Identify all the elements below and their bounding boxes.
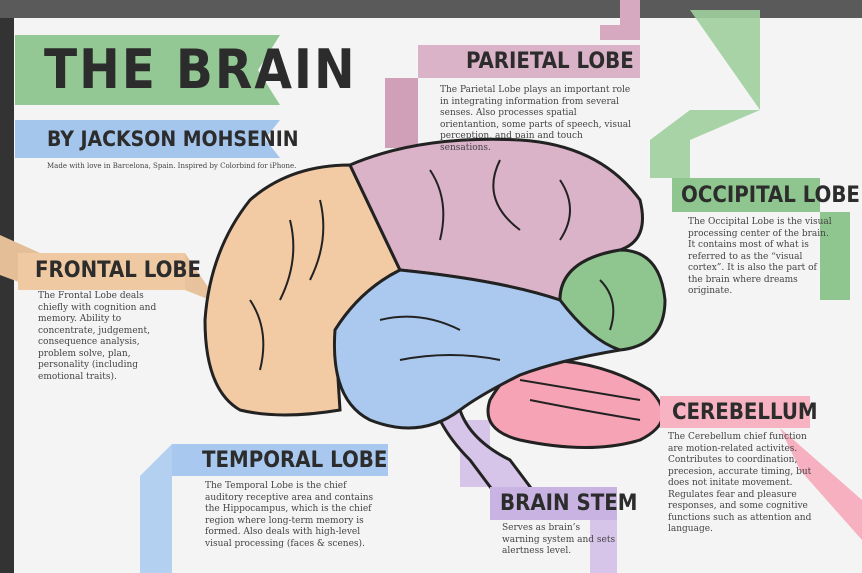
frontal-ribbon-fold	[185, 253, 210, 300]
cerebellum-ribbon	[660, 396, 810, 428]
stem-ribbon	[490, 487, 617, 520]
occipital-lobe-title: OCCIPITAL LOBE	[681, 183, 860, 208]
brain-stem-title: BRAIN STEM	[500, 491, 638, 516]
parietal-ribbon-drop	[385, 78, 418, 148]
cerebellum-ribbon-tail	[780, 428, 862, 540]
top-bar	[0, 0, 862, 18]
temporal-ribbon-tail	[140, 444, 172, 573]
parietal-lobe-text: The Parietal Lobe plays an important rol…	[440, 85, 632, 153]
frontal-lobe-text: The Frontal Lobe deals chiefly with cogn…	[38, 291, 157, 382]
temporal-lobe-shape	[332, 268, 621, 430]
page-title: THE BRAIN	[44, 38, 357, 101]
frontal-lobe-title: FRONTAL LOBE	[35, 258, 202, 283]
parietal-ribbon	[418, 45, 640, 78]
author-name: BY JACKSON MOHSENIN	[47, 127, 299, 151]
parietal-lobe-title: PARIETAL LOBE	[466, 49, 634, 74]
left-bar	[0, 18, 14, 573]
parietal-ribbon-tail	[600, 0, 640, 40]
occipital-ribbon-tail	[650, 10, 760, 178]
title-ribbon	[15, 35, 280, 105]
temporal-lobe-text: The Temporal Lobe is the chief auditory …	[205, 481, 374, 549]
occipital-ribbon-drop	[820, 212, 850, 300]
author-ribbon	[15, 120, 280, 158]
stem-ribbon-tail	[590, 520, 617, 573]
temporal-lobe-title: TEMPORAL LOBE	[202, 448, 388, 473]
occipital-lobe-text: The Occipital Lobe is the visual process…	[688, 217, 832, 296]
cerebellum-text: The Cerebellum chief function are motion…	[668, 432, 812, 534]
cerebellum-title: CEREBELLUM	[672, 400, 818, 425]
temporal-ribbon	[172, 444, 388, 476]
frontal-ribbon	[18, 253, 185, 290]
occipital-ribbon	[672, 178, 820, 212]
brain-stem-text: Serves as brain’s warning system and set…	[502, 523, 616, 556]
credit-text: Made with love in Barcelona, Spain. Insp…	[47, 162, 297, 170]
